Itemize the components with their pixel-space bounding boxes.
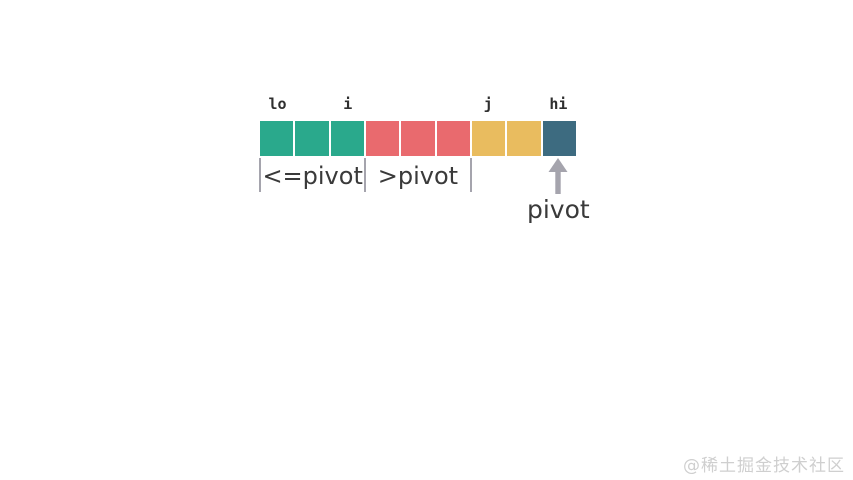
array-cell-6 xyxy=(471,121,506,156)
pivot-arrow-icon xyxy=(548,158,568,194)
region-tick xyxy=(259,158,261,192)
region-tick xyxy=(364,158,367,192)
pointer-label-lo: lo xyxy=(268,95,287,113)
array-cell-4 xyxy=(401,121,435,156)
pointer-label-j: j xyxy=(483,95,493,113)
watermark: @稀土掘金技术社区 xyxy=(683,456,845,476)
array-cell-0 xyxy=(260,121,294,156)
array xyxy=(260,121,576,156)
region-tick xyxy=(469,158,472,192)
pivot-label: pivot xyxy=(526,195,590,224)
pointer-label-i: i xyxy=(343,95,353,113)
array-cell-2 xyxy=(330,121,364,156)
region-label: <=pivot xyxy=(262,162,363,190)
array-cell-8 xyxy=(542,121,576,156)
region-label: >pivot xyxy=(377,162,459,190)
array-cell-1 xyxy=(295,121,329,156)
array-cell-5 xyxy=(436,121,470,156)
array-cell-7 xyxy=(507,121,541,156)
pointer-label-hi: hi xyxy=(549,95,568,113)
array-cell-3 xyxy=(365,121,400,156)
